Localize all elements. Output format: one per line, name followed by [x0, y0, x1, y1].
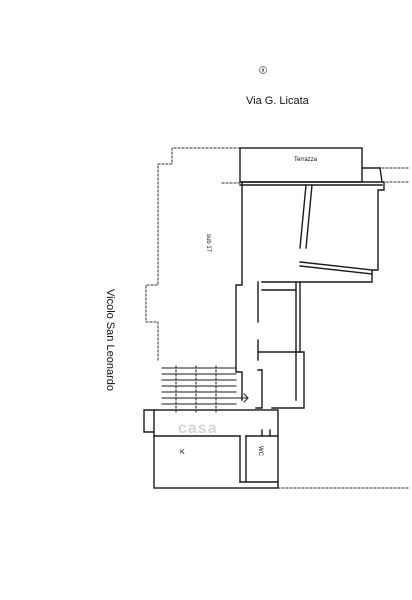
dotted-boundary — [145, 147, 411, 489]
compass-logo-icon — [259, 66, 267, 74]
apartment-walls — [235, 181, 385, 409]
street-label-side: Vicolo San Leonardo — [104, 289, 116, 391]
terrace-area — [239, 147, 383, 183]
staircase — [161, 365, 249, 413]
kitchen-label: K — [180, 449, 185, 456]
kitchen-wc-block — [143, 409, 279, 489]
wc-label: WC — [257, 446, 263, 456]
street-label-top: Via G. Licata — [246, 95, 309, 107]
unit-label: sub 17 — [205, 233, 212, 253]
terrace-label: Terrazza — [294, 157, 318, 163]
watermark-text: casa — [178, 420, 218, 437]
